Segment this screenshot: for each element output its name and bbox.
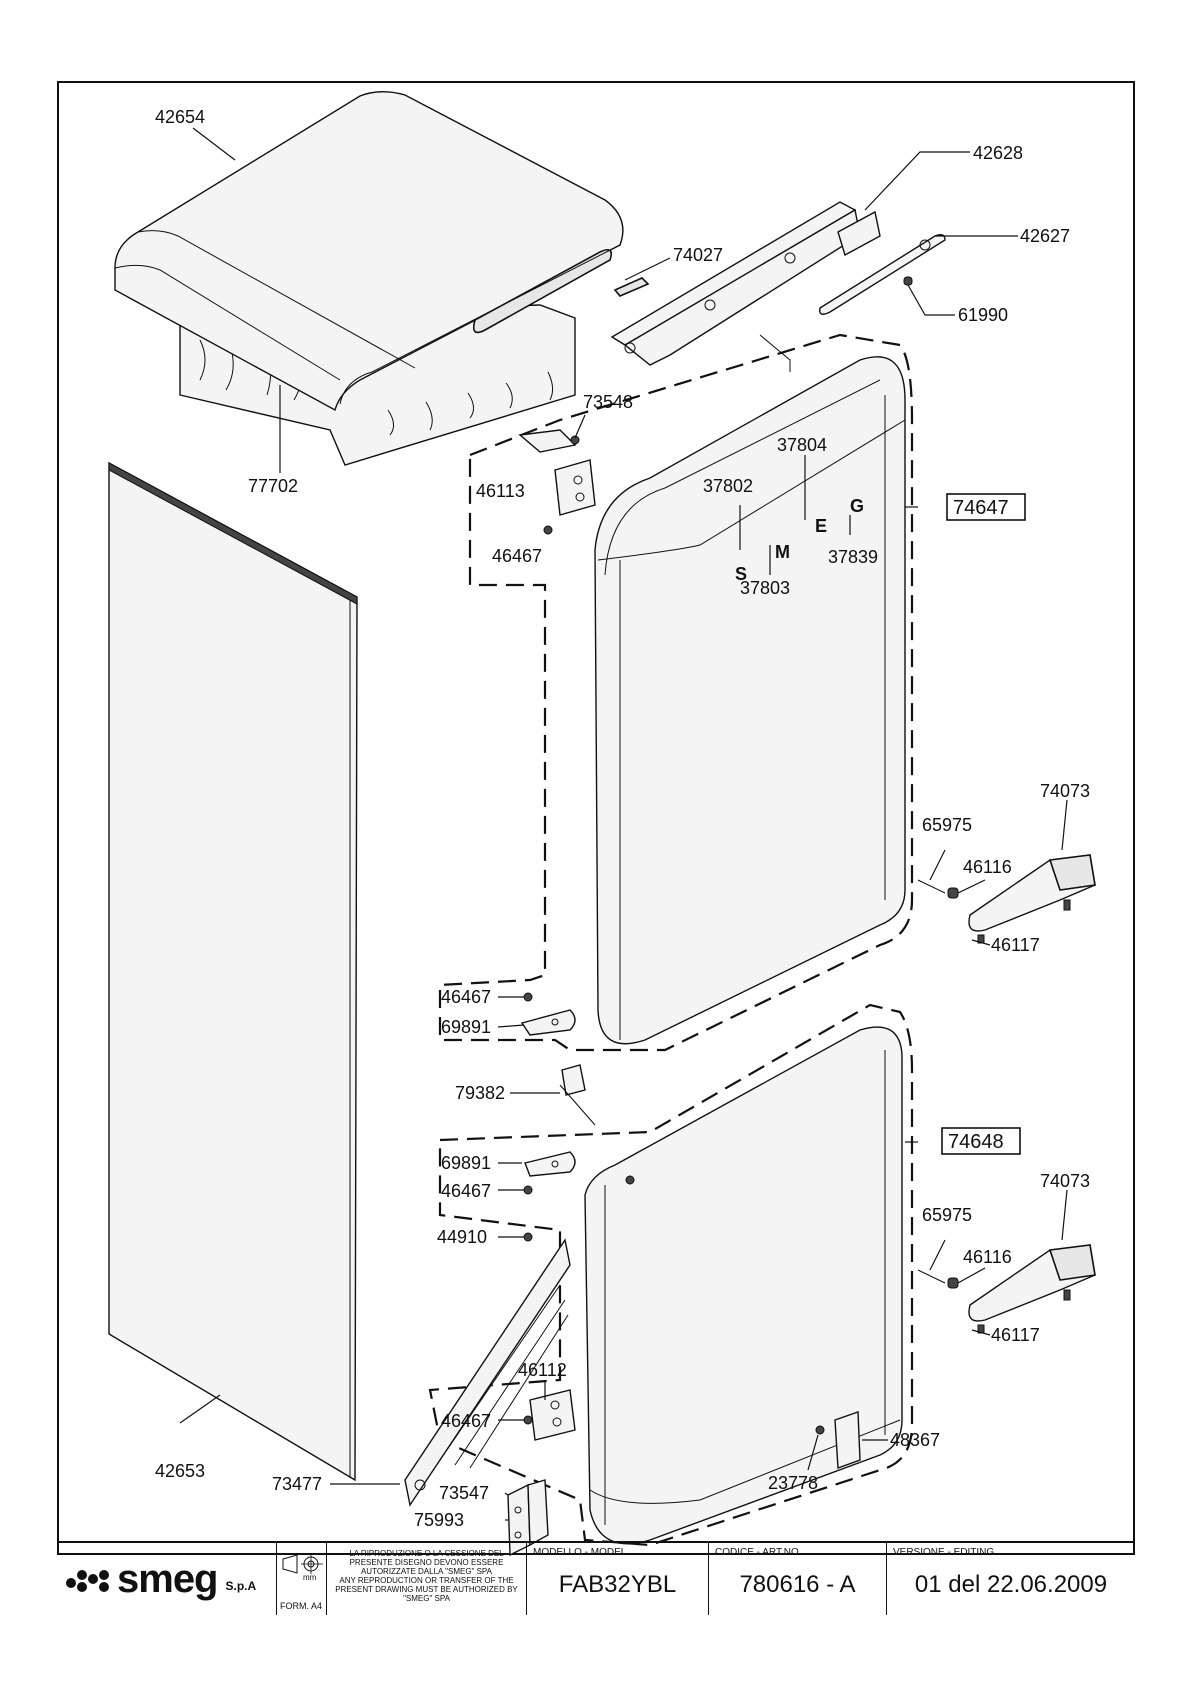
brand-name: smeg [117,1556,218,1601]
door-badge-e: E [815,516,827,536]
company-suffix: S.p.A [225,1579,257,1593]
label-74073-a: 74073 [1040,781,1090,801]
unit-label: mm [303,1573,317,1582]
version-value: 01 del 22.06.2009 [914,1571,1108,1598]
label-73547: 73547 [439,1483,489,1503]
notice-english: ANY REPRODUCTION OR TRANSFER OF THE PRES… [335,1576,518,1603]
top-lid-part [114,91,624,466]
model-header: MODELLO - MODEL [533,1547,627,1558]
label-46467-a: 46467 [492,546,542,566]
label-65975-b: 65975 [922,1205,972,1225]
label-65975-a: 65975 [922,815,972,835]
leader-lines [179,127,1068,1521]
title-block: smeg S.p.A mm FORM. A4 LA RIPRODUZIONE O… [57,1541,1135,1615]
lower-door-assembly-boundary [428,1003,914,1547]
door-badge-m: M [775,542,790,562]
label-37803: 37803 [740,578,790,598]
assembly-labels: 74647 74648 [941,493,1026,1155]
version-header: VERSIONE - EDITING [893,1547,995,1558]
door-badge-s: S [735,564,747,584]
label-75993: 75993 [414,1510,464,1530]
label-37804: 37804 [777,435,827,455]
label-46116-b: 46116 [963,1247,1012,1267]
upper-door-assembly-boundary [438,333,914,1052]
code-cell: CODICE - ART.NO. 780616 - A [709,1543,887,1615]
label-74073-b: 74073 [1040,1171,1090,1191]
label-46112: 46112 [518,1360,567,1380]
drawing-frame [57,81,1135,1555]
side-panel-part [108,461,358,1482]
label-46117-b: 46117 [991,1325,1040,1345]
smeg-dots-icon [66,1570,109,1592]
top-rail-parts [610,201,946,372]
notice-italian: LA RIPRODUZIONE O LA CESSIONE DEL PRESEN… [349,1549,504,1576]
label-79382: 79382 [455,1083,505,1103]
label-77702: 77702 [248,476,298,496]
label-74027: 74027 [673,245,723,265]
label-23778: 23778 [768,1473,818,1493]
label-61990: 61990 [958,305,1008,325]
model-value: FAB32YBL [558,1571,677,1598]
label-73477: 73477 [272,1474,322,1494]
label-46467-b: 46467 [441,987,491,1007]
door-badge-g: G [850,496,864,516]
label-48367: 48367 [890,1430,940,1450]
lower-door-part [584,1026,903,1545]
label-46467-c: 46467 [441,1181,491,1201]
code-header: CODICE - ART.NO. [715,1547,802,1558]
label-73548: 73548 [583,392,633,412]
assembly-label-lower-door: 74648 [948,1131,1004,1153]
assembly-label-upper-door: 74647 [953,497,1009,519]
form-size: FORM. A4 [280,1601,323,1611]
upper-door-part: S M E G [594,356,906,1045]
code-value: 780616 - A [739,1571,856,1598]
projection-symbol-icon [282,1554,323,1574]
label-42654: 42654 [155,107,205,127]
reproduction-notice: LA RIPRODUZIONE O LA CESSIONE DEL PRESEN… [327,1543,527,1615]
part-number-labels: 42654 42628 42627 74027 61990 73548 7770… [155,107,1090,1530]
label-37839: 37839 [828,547,878,567]
label-69891-b: 69891 [441,1153,491,1173]
label-69891-a: 69891 [441,1017,491,1037]
company-logo: smeg S.p.A [57,1543,277,1615]
label-46113: 46113 [476,481,525,501]
label-44910: 44910 [437,1227,487,1247]
projection-symbol-cell: mm FORM. A4 [277,1543,327,1615]
label-46116-a: 46116 [963,857,1012,877]
model-cell: MODELLO - MODEL FAB32YBL [527,1543,709,1615]
label-42653: 42653 [155,1461,205,1481]
version-cell: VERSIONE - EDITING 01 del 22.06.2009 [887,1543,1135,1615]
label-46467-d: 46467 [441,1411,491,1431]
label-42628: 42628 [973,143,1023,163]
label-42627: 42627 [1020,226,1070,246]
label-37802: 37802 [703,476,753,496]
hinge-and-fastener-parts [404,429,1096,1557]
label-46117-a: 46117 [991,935,1040,955]
